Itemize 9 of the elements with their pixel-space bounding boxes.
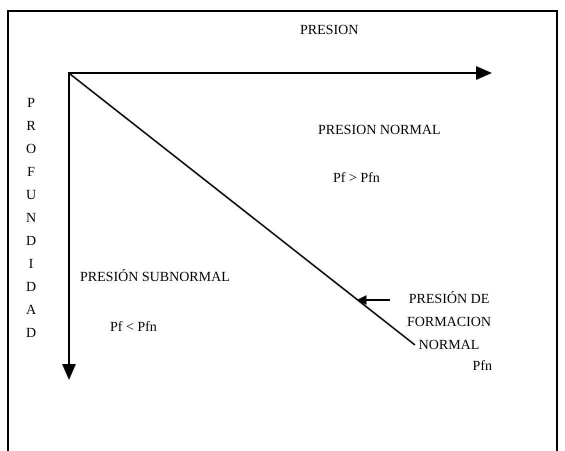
- leader-arrow: [356, 295, 390, 305]
- callout-text: PRESIÓN DE FORMACION NORMAL: [406, 290, 492, 355]
- region-label: PRESIÓN SUBNORMAL: [80, 268, 230, 287]
- formula-text: Pfn: [472, 358, 493, 376]
- region-label: PRESION NORMAL: [318, 122, 441, 140]
- axis-title: PROFUNDIDAD: [24, 95, 38, 343]
- axis-title: PRESION: [300, 22, 358, 40]
- formula-text: Pf < Pfn: [110, 319, 157, 337]
- formula-text: Pf > Pfn: [333, 170, 380, 188]
